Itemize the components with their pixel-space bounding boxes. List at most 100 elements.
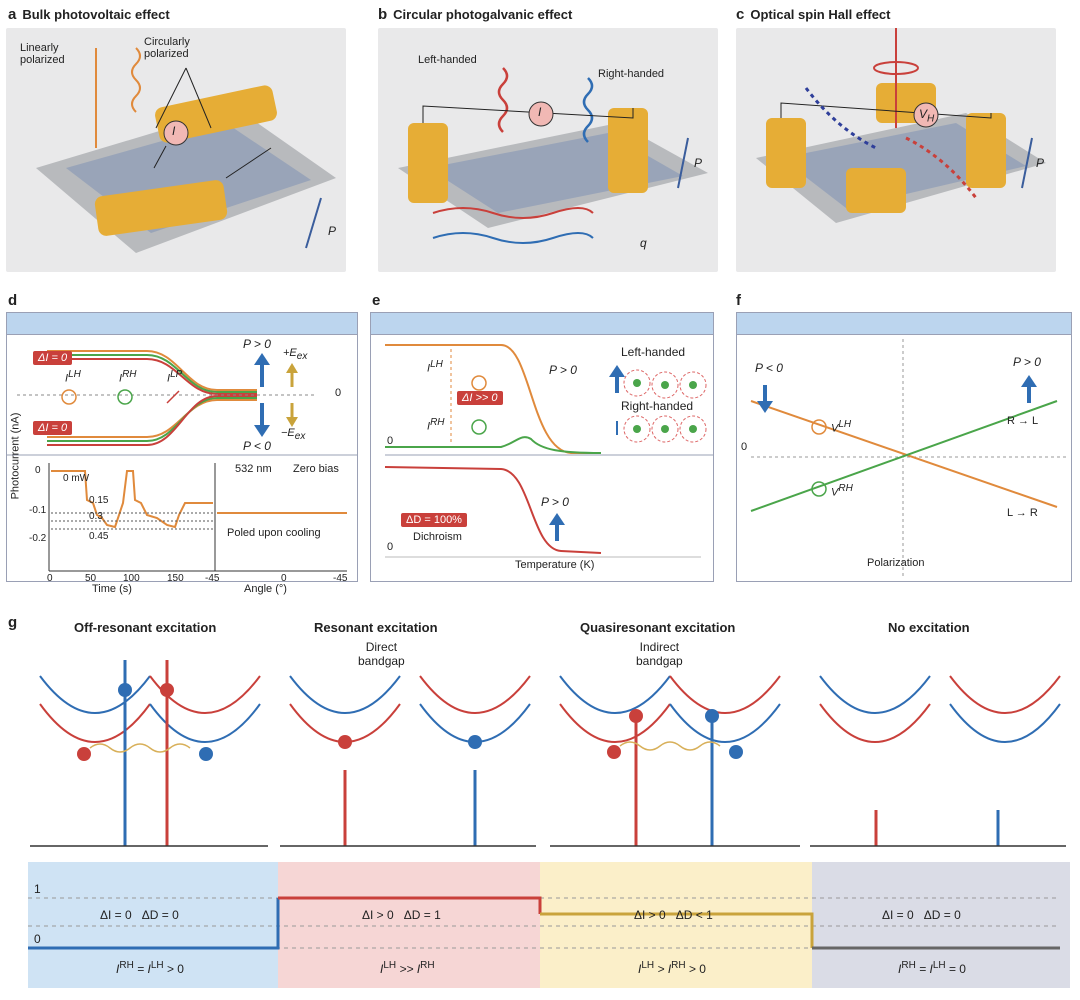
p-pos2-e: P > 0 [541,495,569,509]
band-2-blue-left [559,675,671,714]
note-direct: Direct bandgap [358,640,405,668]
label-ilp-d: ILP [167,369,183,385]
circular-beam [131,47,141,113]
p-pos-f: P > 0 [1013,355,1041,369]
panel-e-letter: e [372,292,381,309]
line-vlh [750,400,1058,508]
curve-bottom-orange [47,399,257,438]
lattice-c [781,123,1026,208]
rel-col-2: ILH > IRH > 0 [638,960,706,976]
wave-blue [432,232,594,244]
poled-label: Poled upon cooling [227,527,321,539]
xtick-time-0: 0 [47,573,53,584]
current-meter-b [528,101,554,127]
dichroism-step-svg [28,896,1060,950]
band-3-red-right [949,675,1061,714]
band-1-red-right [419,675,531,714]
r-to-l-label: R → L [1007,415,1039,427]
stripe-off-resonant [28,862,278,988]
wave-red [432,207,594,219]
rel-col-0: IRH = ILH > 0 [116,960,184,976]
rh-icon-f [811,481,827,497]
circuit-c [780,102,992,119]
band-diagrams-svg [30,660,1066,847]
curve-bottom-red [47,395,257,446]
rh-icon-e [471,419,487,435]
zero-label-d: 0 [335,387,342,399]
xtick-time-1: 50 [85,573,97,584]
xlabel-angle: Angle (°) [244,583,287,595]
ylabel-d: Photocurrent (nA) [9,412,22,500]
circuit-b [422,105,634,123]
label-irh-d: IRH [119,369,137,385]
e-neg-label: −Eex [281,427,306,443]
xtick-angle-1: 0 [281,573,287,584]
col-title-1: Resonant excitation [314,620,438,635]
p-arrow-c [1021,137,1033,189]
device-c-svg [756,28,1046,223]
xlabel-time: Time (s) [92,583,132,595]
eq-col-0: ΔI = 0 ΔD = 0 [100,908,179,922]
voltage-meter [913,102,939,128]
band-0-blue-right [149,703,261,743]
lh-icon [61,389,77,405]
xtick-time-2: 100 [123,573,140,584]
zero2-label-e: 0 [387,541,394,553]
panel-c-illustration: VH P [736,28,1056,272]
panel-d-box: ΔI = 0 ΔI = 0 ILH IRH ILP P > 0 P < 0 +E… [6,334,358,584]
spin-blue-path [804,87,877,150]
label-irh-e: IRH [427,417,445,433]
current-meter [163,120,189,146]
e-pos-label: +Eex [283,347,308,363]
chip-delta-i-bottom: ΔI = 0 [33,421,73,435]
panel-f-cap [736,312,1072,336]
label-left-handed: Left-handed [418,54,477,66]
band-3-blue-left [819,675,931,714]
panel-g-letter: g [8,614,18,631]
l-to-r-label: L → R [1007,507,1038,519]
panel-f-box: P < 0 P > 0 R → L L → R VLH VRH 0 Polari… [736,334,1072,582]
xtick-angle-0: -45 [205,573,220,584]
band-2-red-left [559,703,671,743]
stripe-resonant [278,862,540,988]
p-neg-f: P < 0 [755,361,783,375]
note-indirect: Indirect bandgap [636,640,683,668]
axis-one: 1 [34,882,41,896]
chip-delta-i-e: ΔI >> 0 [457,391,503,405]
lh-icon-e [471,375,487,391]
panel-e-svg [384,344,713,558]
label-linear: Linearly polarized [20,42,65,66]
lp-icon [166,390,180,404]
label-left-e: Left-handed [621,345,686,359]
col-title-2: Quasiresonant excitation [580,620,736,635]
right-beam [582,77,594,143]
panel-e-box: ILH IRH ΔI >> 0 P > 0 Left-handed Right-… [370,334,714,582]
panel-d-cap [6,312,358,336]
electrode-left-c [766,118,806,188]
band-2-red-right [669,675,781,714]
left-beam [497,67,509,133]
stripe-no-excitation [812,862,1070,988]
eq-col-3: ΔI = 0 ΔD = 0 [882,908,961,922]
eq-col-1: ΔI > 0 ΔD = 1 [362,908,441,922]
xlabel-e: Temperature (K) [515,559,595,571]
electrode-right-c [966,113,1006,188]
p-pos-d: P > 0 [243,337,271,351]
electrode-bottom-c [846,168,906,213]
spin-chain-left [623,369,707,399]
power-3: 0.45 [89,531,109,542]
curve-irh-e [385,436,602,454]
bias-label: Zero bias [293,463,339,475]
p-label-b: P [694,156,703,170]
phonon-0 [89,743,191,753]
label-right-e: Right-handed [621,399,694,413]
axis-zero: 0 [34,932,41,946]
power-1: 0.15 [89,495,109,506]
device-b-svg [398,67,708,244]
p-label-c: P [1036,156,1045,170]
power-0: 0 mW [63,473,90,484]
band-2-blue-right [669,703,781,743]
zero-label-e: 0 [387,435,394,447]
